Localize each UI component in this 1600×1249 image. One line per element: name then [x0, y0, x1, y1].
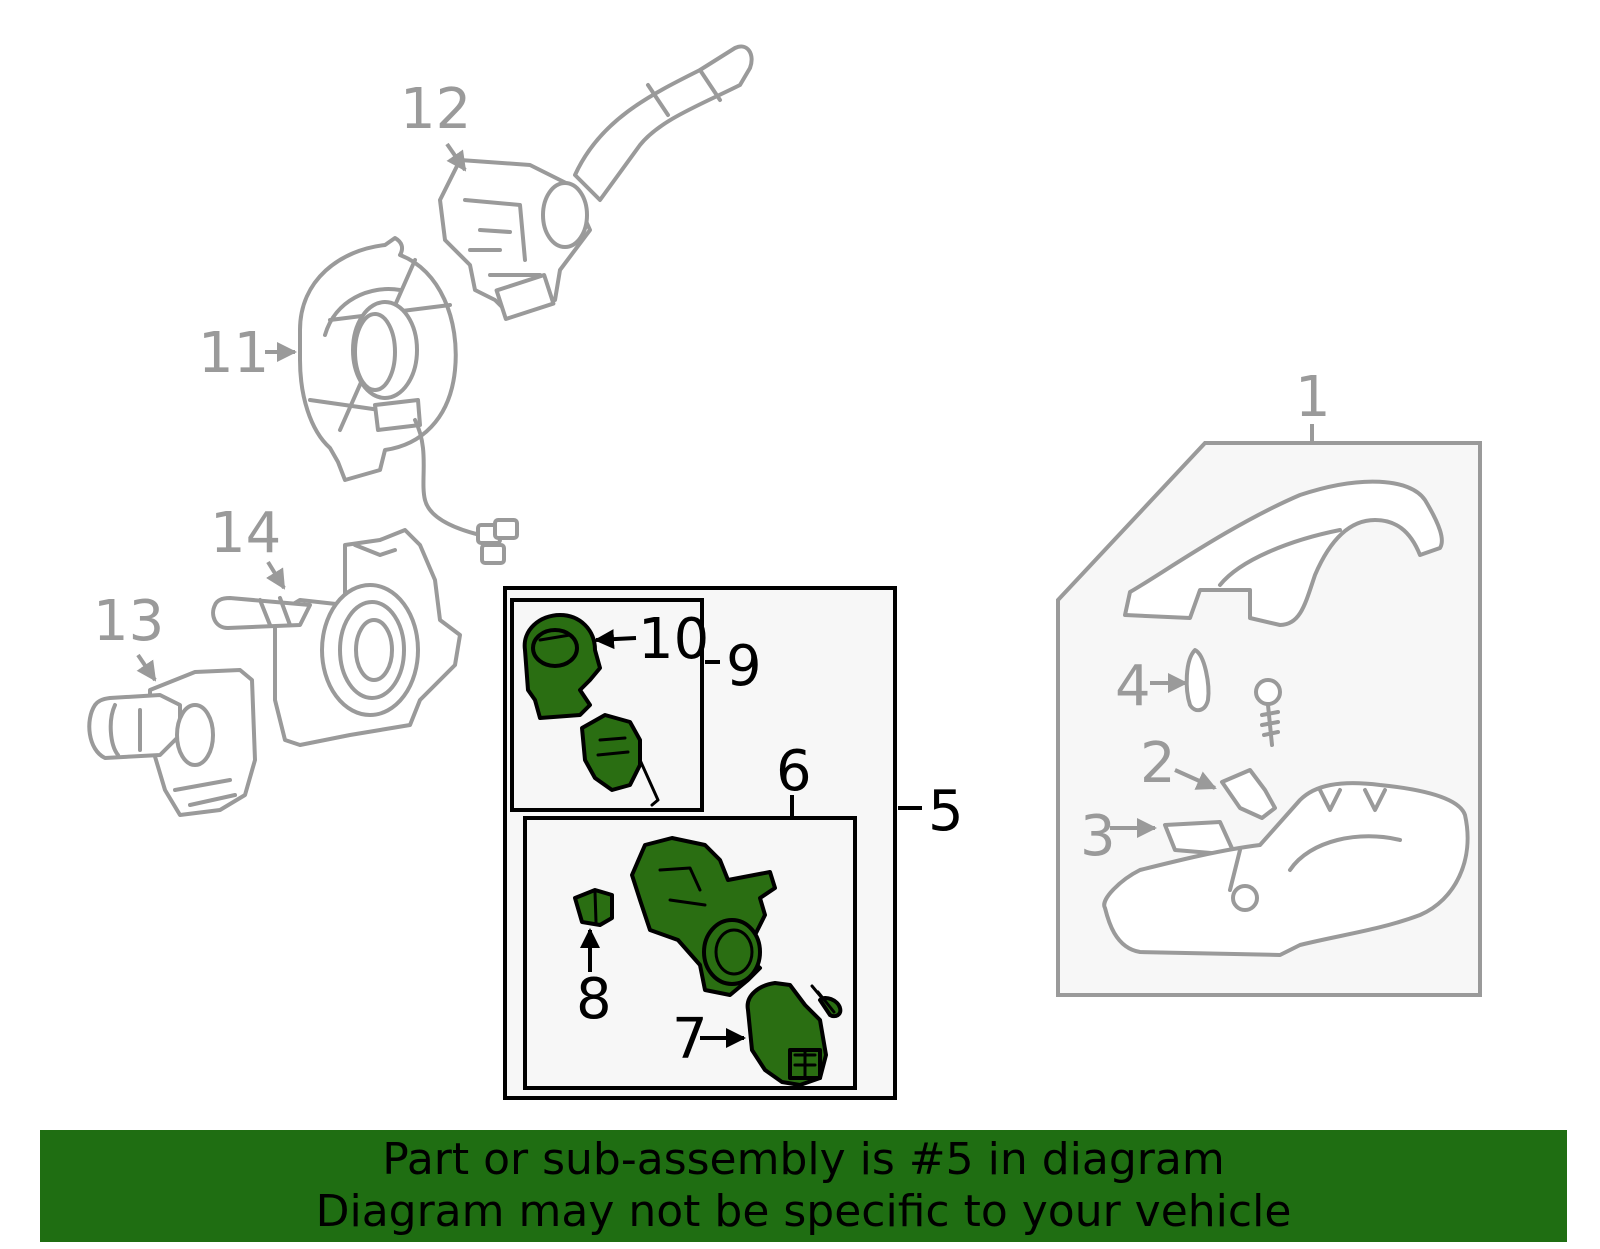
- leader-lines: [136, 142, 1314, 1048]
- callout-9: 9: [726, 634, 762, 699]
- callout-8: 8: [576, 967, 612, 1032]
- callout-1: 1: [1295, 365, 1331, 430]
- callout-11: 11: [198, 321, 269, 386]
- callout-10: 10: [638, 607, 709, 672]
- banner-line-1: Part or sub-assembly is #5 in diagram: [382, 1134, 1225, 1185]
- callout-5: 5: [928, 779, 964, 844]
- part-7-switch-connector: [745, 981, 828, 1087]
- part-6-sub-assembly-box: [523, 816, 857, 1090]
- screw-icon: [810, 984, 843, 1019]
- callout-3: 3: [1080, 804, 1116, 869]
- info-banner: Part or sub-assembly is #5 in diagram Di…: [40, 1130, 1567, 1242]
- banner-line-2: Diagram may not be specific to your vehi…: [315, 1186, 1292, 1237]
- part-1-column-cover-group: [1056, 441, 1482, 997]
- part-12-combination-switch: [438, 44, 754, 321]
- part-6-ignition-housing: [630, 836, 777, 997]
- callout-2: 2: [1140, 731, 1176, 796]
- part-14-switch-housing: [211, 528, 462, 747]
- part-10-transponder: [522, 613, 602, 720]
- part-11-clock-spring: [298, 236, 519, 565]
- callout-12: 12: [400, 77, 471, 142]
- part-8-clip: [573, 888, 614, 927]
- callout-4: 4: [1115, 654, 1151, 719]
- callout-7: 7: [672, 1007, 708, 1072]
- callout-13: 13: [93, 589, 164, 654]
- callout-14: 14: [210, 501, 281, 566]
- part-9-switch: [580, 713, 660, 807]
- part-13-lamp-switch: [87, 668, 257, 817]
- callout-6: 6: [776, 739, 812, 804]
